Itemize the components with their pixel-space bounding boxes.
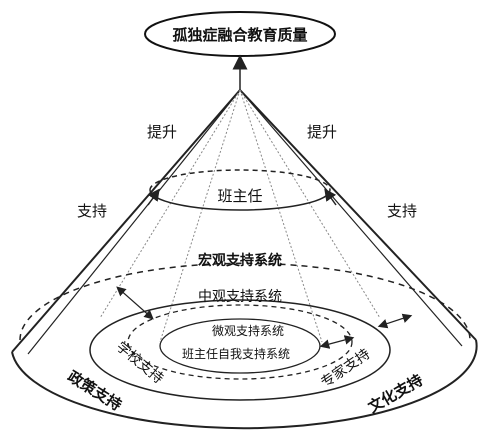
meso-system-label: 中观支持系统 (198, 289, 282, 305)
inner-cone-right-line (239, 89, 323, 343)
macro-ring-back (19, 262, 471, 341)
inner-cone-left-line (159, 89, 241, 343)
lift-left-label: 提升 (147, 123, 177, 141)
micro-system-label: 微观支持系统 (212, 323, 284, 338)
culture-support-label: 文化支持 (365, 371, 426, 417)
support-left-label: 支持 (77, 202, 107, 220)
middle-cone-right-line (239, 89, 381, 319)
cone-right-inner-edge (239, 89, 463, 347)
base-ring-front (11, 339, 478, 430)
micro-ring (127, 304, 353, 380)
left-edge-arrow (147, 188, 160, 206)
title-text: 孤独症融合教育质量 (172, 26, 307, 44)
policy-support-label: 政策支持 (64, 367, 124, 414)
self-support-label: 班主任自我支持系统 (182, 346, 290, 361)
right-edge-arrow (324, 188, 337, 206)
macro-system-label: 宏观支持系统 (198, 252, 282, 269)
head-teacher-label: 班主任 (217, 187, 262, 205)
cone-right-outer-edge (239, 89, 477, 341)
lift-right-label: 提升 (307, 123, 337, 141)
meso-ring (89, 299, 391, 401)
support-right-label: 支持 (387, 202, 417, 220)
macro-link-arrow (377, 313, 413, 329)
expert-support-label: 专家支持 (318, 345, 374, 391)
micro-link-arrow (319, 335, 355, 349)
cone-left-outer-edge (11, 89, 241, 353)
meso-link-arrow (116, 286, 154, 320)
cone-left-inner-edge (27, 89, 241, 355)
middle-cone-left-line (99, 89, 241, 319)
head-teacher-ring-front (149, 189, 331, 211)
